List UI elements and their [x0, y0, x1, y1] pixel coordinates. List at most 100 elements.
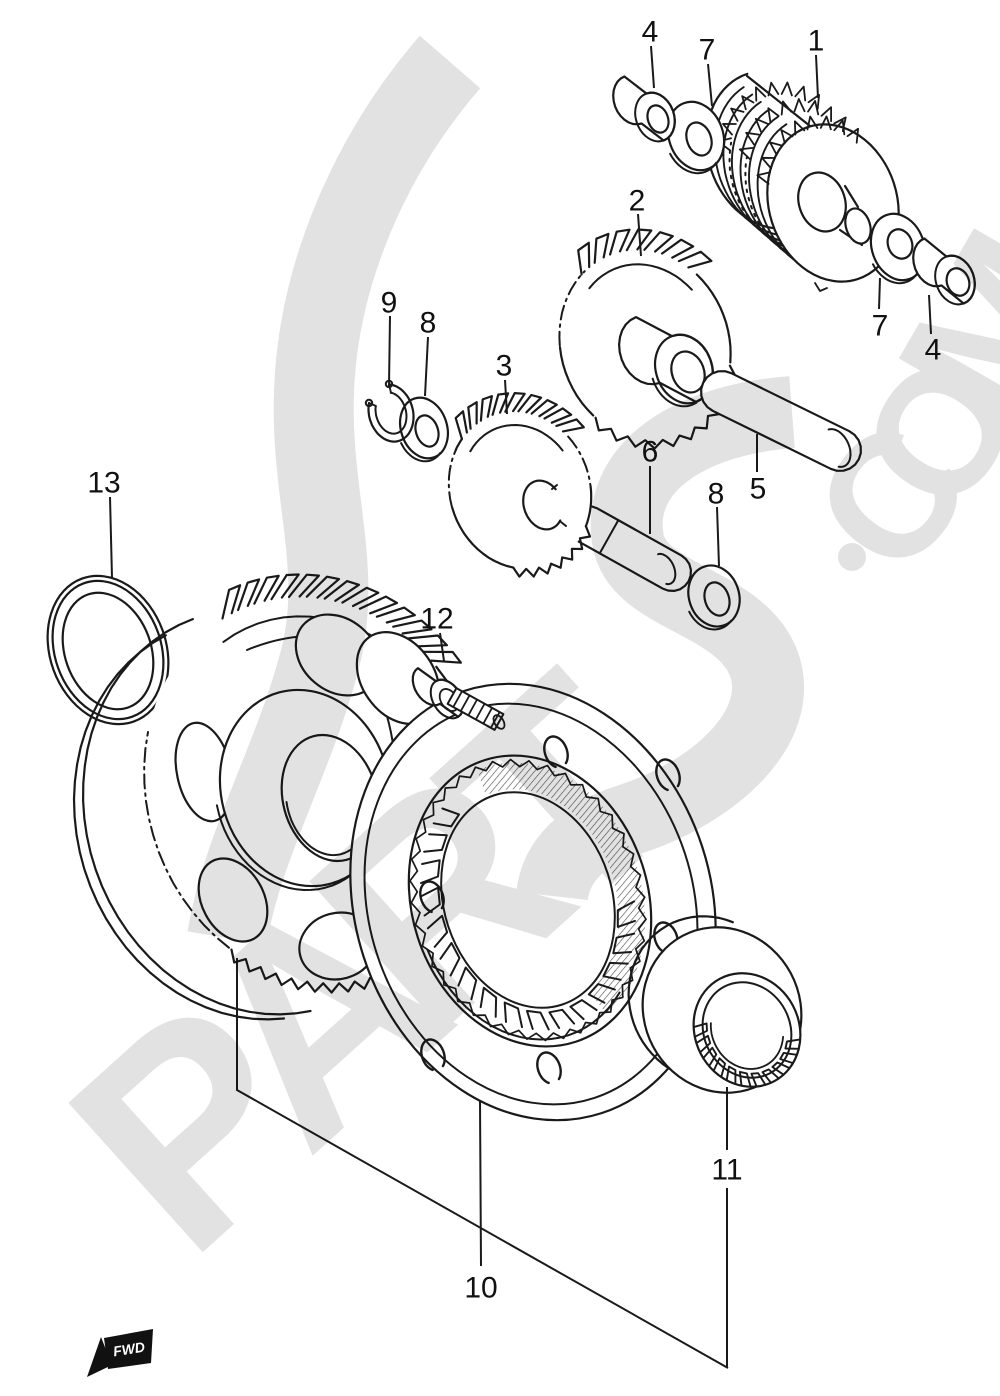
diagram-stroke — [432, 807, 460, 828]
diagram-stroke — [738, 147, 754, 160]
diagram-stroke — [588, 263, 693, 291]
diagram-stroke — [492, 714, 506, 730]
leader-4-left — [650, 45, 655, 89]
diagram-stroke — [702, 1046, 718, 1068]
washer-7-left — [666, 100, 726, 175]
diagram-stroke — [447, 449, 457, 507]
callout-1: 1 — [808, 25, 825, 58]
diagram-stroke — [407, 634, 448, 648]
fwd-panel — [104, 1329, 153, 1369]
diagram-stroke — [551, 484, 558, 490]
diagram-stroke — [446, 687, 505, 731]
diagram-stroke — [452, 690, 463, 708]
diagram-stroke — [713, 86, 801, 237]
diagram-stroke — [806, 115, 819, 131]
callout-12: 12 — [420, 603, 453, 636]
diagram-stroke — [230, 948, 372, 994]
diagram-stroke — [82, 618, 312, 1016]
diagram-stroke — [807, 100, 820, 116]
diagram-stroke — [392, 619, 433, 635]
diagram-stroke — [482, 707, 493, 725]
watermark-s-curve — [516, 376, 804, 903]
diagram-stroke — [419, 880, 445, 914]
diagram-stroke — [454, 410, 468, 440]
diagram-stroke — [741, 95, 755, 111]
diagram-stroke — [72, 634, 286, 1021]
diagram-stroke — [784, 1038, 802, 1050]
diagram-stroke — [526, 1009, 550, 1031]
diagram-stroke — [934, 254, 976, 306]
diagram-stroke — [827, 428, 852, 468]
diagram-stroke — [51, 579, 165, 721]
diagram-stroke — [414, 414, 440, 448]
callout-8-right: 8 — [708, 478, 725, 511]
diagram-stroke — [750, 1072, 767, 1088]
diagram-stroke — [794, 120, 806, 136]
diagram-stroke — [475, 703, 486, 720]
diagram-stroke — [769, 141, 784, 156]
callout-7-left: 7 — [699, 34, 716, 67]
callout-13: 13 — [87, 467, 120, 500]
callout-5: 5 — [750, 473, 767, 506]
fwd-arrow: FWD — [87, 1329, 153, 1377]
spacer-bushing-4-right — [912, 237, 976, 306]
diagram-stroke — [422, 650, 462, 664]
diagram-stroke — [517, 393, 543, 414]
diagram-stroke — [833, 116, 847, 132]
leader-7-right — [878, 277, 881, 310]
diagram-stroke — [843, 184, 860, 209]
fwd-label: FWD — [112, 1339, 146, 1360]
diagram-stroke — [669, 152, 718, 175]
diagram-stroke — [400, 442, 442, 463]
diagram-stroke — [560, 521, 567, 527]
diagram-stroke — [616, 900, 636, 928]
diagram-stroke — [426, 948, 621, 1041]
diagram-stroke — [536, 1051, 562, 1085]
diagram-stroke — [237, 578, 261, 612]
needle-bearing-11 — [627, 915, 803, 1094]
diagram-stroke — [467, 699, 478, 716]
callout-4-left: 4 — [642, 16, 659, 49]
diagram-stroke — [548, 1008, 576, 1029]
diagram-stroke — [612, 932, 636, 955]
leader-9 — [388, 315, 391, 387]
washer-8-left — [399, 396, 449, 463]
leader-3 — [504, 379, 508, 415]
callout-7-right: 7 — [872, 310, 889, 343]
diagram-stroke — [692, 1022, 708, 1038]
leader-8-left — [424, 336, 429, 397]
circlip-9 — [364, 379, 415, 443]
callout-11: 11 — [711, 1154, 742, 1187]
diagram-stroke — [367, 383, 415, 443]
diagram-stroke — [61, 591, 155, 711]
diagram-stroke — [793, 98, 806, 113]
diagram-stroke — [467, 401, 478, 430]
diagram-stroke — [872, 263, 919, 285]
washer-7-right — [869, 212, 927, 285]
diagram-stroke — [780, 81, 793, 97]
diagram-stroke — [755, 86, 767, 102]
diagram-stroke — [423, 833, 448, 853]
diagram-stroke — [451, 506, 515, 569]
clutch-bolt-12 — [411, 667, 506, 731]
diagram-stroke — [440, 791, 616, 1009]
callout-4-right: 4 — [925, 334, 942, 367]
diagram-stroke — [584, 485, 593, 528]
leader-13 — [109, 496, 113, 579]
diagram-stroke — [780, 129, 794, 145]
diagram-stroke — [814, 282, 828, 292]
diagram-stroke — [454, 437, 463, 452]
diagram-stroke — [745, 131, 760, 146]
diagram-stroke — [460, 694, 471, 712]
diagram-stroke — [677, 250, 713, 269]
diagram-stroke — [634, 91, 676, 143]
diagram-stroke — [730, 107, 745, 122]
diagram-stroke — [491, 392, 510, 416]
diagram-stroke — [794, 85, 807, 102]
diagram-stroke — [709, 1022, 784, 1070]
diagram-stroke — [543, 735, 569, 769]
diagram-stroke — [646, 104, 670, 134]
callout-3: 3 — [496, 350, 513, 383]
diagram-stroke — [503, 1001, 523, 1029]
diagram-stroke — [558, 270, 586, 347]
